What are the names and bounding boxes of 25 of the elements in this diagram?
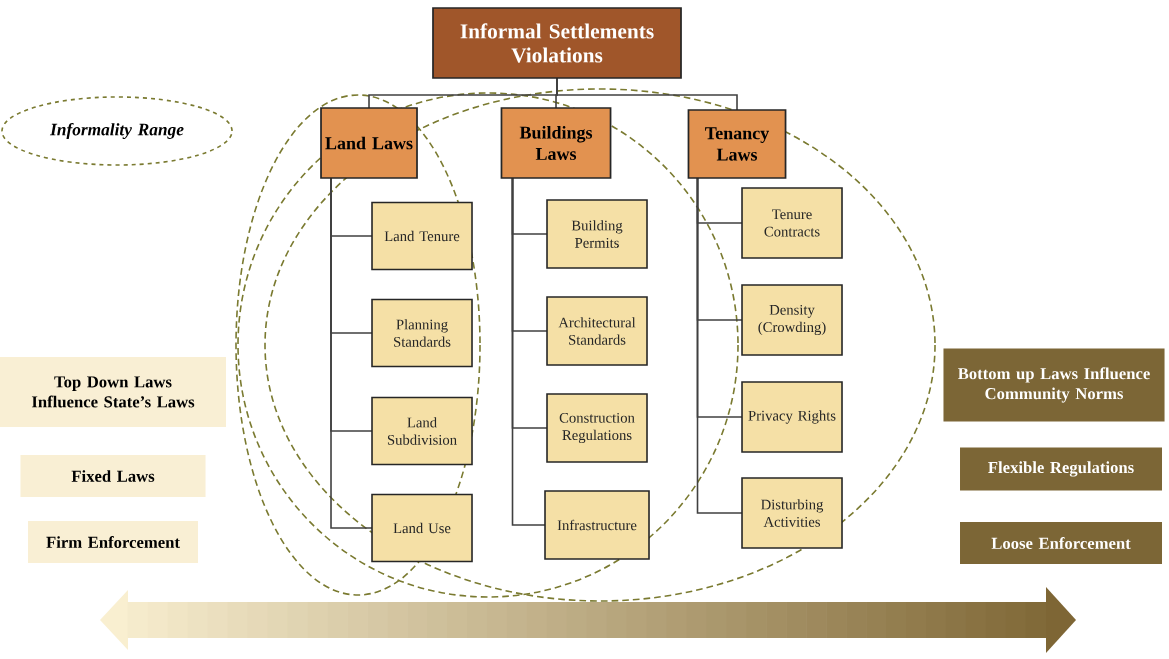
item-box: Land Use [371, 493, 473, 563]
item-box: Construction Regulations [546, 393, 648, 463]
item-box: Planning Standards [371, 298, 473, 368]
item-box: Building Permits [546, 199, 648, 269]
item-box: Land Subdivision [371, 396, 473, 466]
item-box: Disturbing Activities [741, 477, 843, 549]
connector-line [556, 77, 738, 111]
label-box: Firm Enforcement [28, 521, 198, 563]
label-box: Top Down Laws Influence State’s Laws [0, 357, 226, 427]
item-box: Land Tenure [371, 201, 473, 271]
connector-line [511, 177, 546, 526]
category-box: Land Laws [320, 107, 418, 179]
item-box: Privacy Rights [741, 381, 843, 453]
label-box: Bottom up Laws Influence Community Norms [943, 348, 1165, 422]
item-box: Tenure Contracts [741, 187, 843, 259]
connector-line [696, 177, 743, 514]
label-box: Flexible Regulations [960, 447, 1162, 491]
label-box: Fixed Laws [20, 455, 206, 497]
item-box: Architectural Standards [546, 296, 648, 366]
category-box: Buildings Laws [500, 107, 612, 179]
item-box: Infrastructure [544, 490, 650, 560]
title-box: Informal Settlements Violations [432, 7, 682, 79]
item-box: Density (Crowding) [741, 284, 843, 356]
category-box: Tenancy Laws [687, 109, 787, 179]
label-box: Loose Enforcement [960, 522, 1162, 564]
